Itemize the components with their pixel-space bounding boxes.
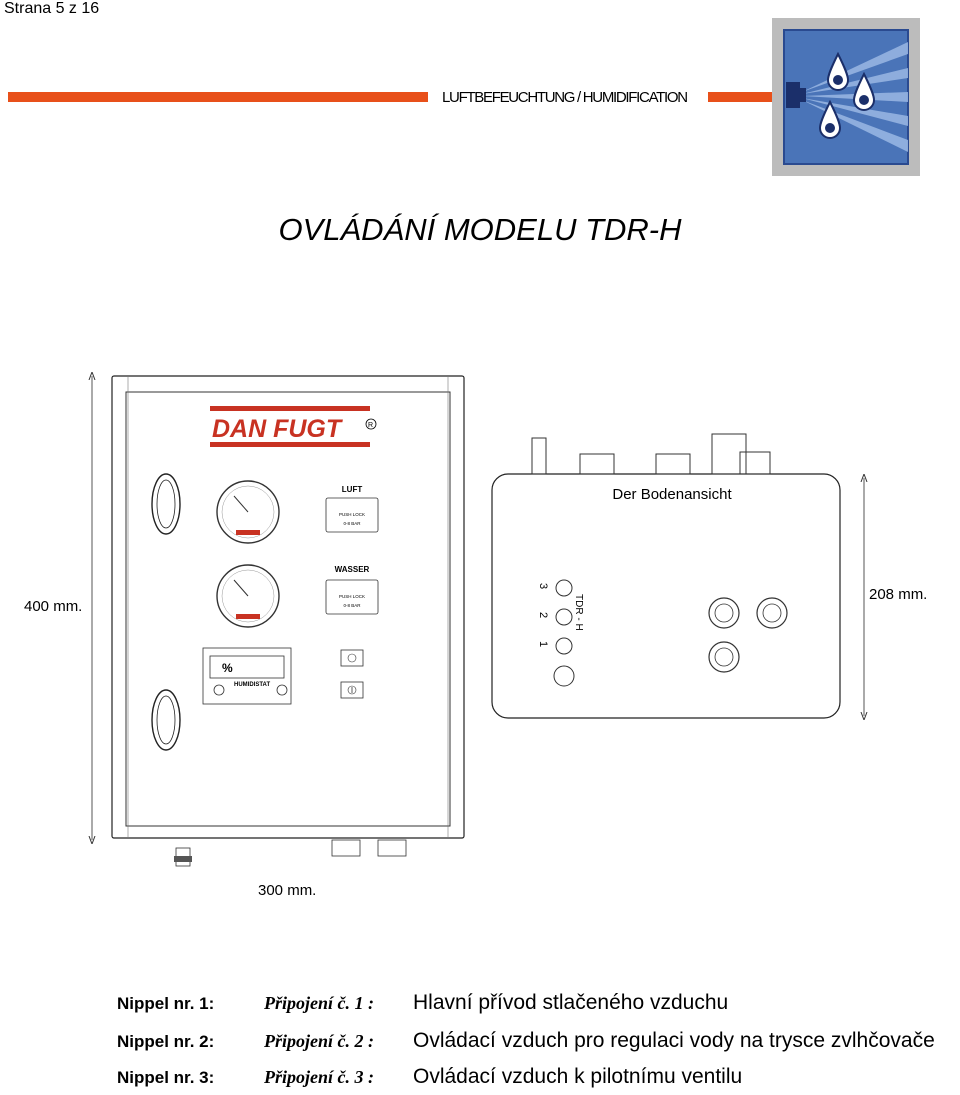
svg-text:PUSH LOCK: PUSH LOCK [339, 512, 365, 517]
connection-label-3: Připojení č. 3 : [264, 1067, 374, 1087]
bottom-view-title: Der Bodenansicht [612, 486, 732, 503]
page-title: OVLÁDÁNÍ MODELU TDR-H [278, 212, 682, 247]
water-label: WASSER [335, 565, 370, 574]
door-handle-bottom [151, 689, 181, 751]
svg-text:0-8 BAR: 0-8 BAR [343, 521, 361, 526]
svg-text:0-8 BAR: 0-8 BAR [343, 603, 361, 608]
water-pressure-gauge [216, 564, 280, 628]
nipple-label-2: Nippel nr. 2: [117, 1032, 215, 1051]
water-valve-panel: PUSH LOCK 0-8 BAR [325, 579, 379, 615]
svg-text:PUSH LOCK: PUSH LOCK [339, 594, 365, 599]
humidistat-label: HUMIDISTAT [234, 682, 270, 688]
nipple-label-3: Nippel nr. 3: [117, 1068, 215, 1087]
company-logo [772, 18, 920, 176]
page-number: Strana 5 z 16 [4, 0, 100, 17]
percent-display: % [222, 661, 233, 675]
water-droplets-spray-icon [783, 29, 909, 165]
hand-switch [340, 649, 364, 667]
connection-label-1: Připojení č. 1 : [264, 993, 374, 1013]
svg-text:2: 2 [537, 612, 549, 618]
connection-description-1: Hlavní přívod stlačeného vzduchu [413, 991, 729, 1014]
nipple-label-1: Nippel nr. 1: [117, 994, 215, 1013]
connection-label-2: Připojení č. 2 : [264, 1031, 374, 1051]
bottom-fittings [174, 839, 407, 867]
tdr-h-technical-drawing: DAN FUGT R LUFT PUSH LOCK 0-8 BAR WASSER [0, 370, 960, 867]
dan-fugt-logo: DAN FUGT R [210, 406, 377, 447]
header-accent-band-right [708, 92, 772, 102]
svg-text:R: R [368, 422, 373, 429]
air-valve-panel: PUSH LOCK 0-8 BAR [325, 497, 379, 533]
power-switch [340, 681, 364, 699]
header-accent-band [8, 92, 428, 102]
door-handle-top [151, 473, 181, 535]
depth-dimension: 208 mm. [869, 586, 928, 603]
humidistat: % HUMIDISTAT [202, 647, 292, 705]
svg-text:1: 1 [537, 641, 549, 647]
bottom-view-drawing: Der Bodenansicht 3 2 1 TDR - H [491, 433, 841, 719]
air-label: LUFT [342, 485, 363, 494]
model-label: TDR - H [573, 594, 584, 631]
cabinet-front-view: DAN FUGT R LUFT PUSH LOCK 0-8 BAR WASSER [111, 375, 465, 867]
brand-name: DAN FUGT [212, 415, 344, 443]
width-dimension: 300 mm. [258, 882, 317, 899]
height-dimension: 400 mm. [24, 598, 83, 615]
svg-text:3: 3 [537, 583, 549, 589]
section-title: LUFTBEFEUCHTUNG / HUMIDIFICATION [442, 89, 688, 106]
connection-description-2: Ovládací vzduch pro regulaci vody na try… [413, 1029, 935, 1052]
connection-description-3: Ovládací vzduch k pilotnímu ventilu [413, 1065, 743, 1088]
air-pressure-gauge [216, 480, 280, 544]
